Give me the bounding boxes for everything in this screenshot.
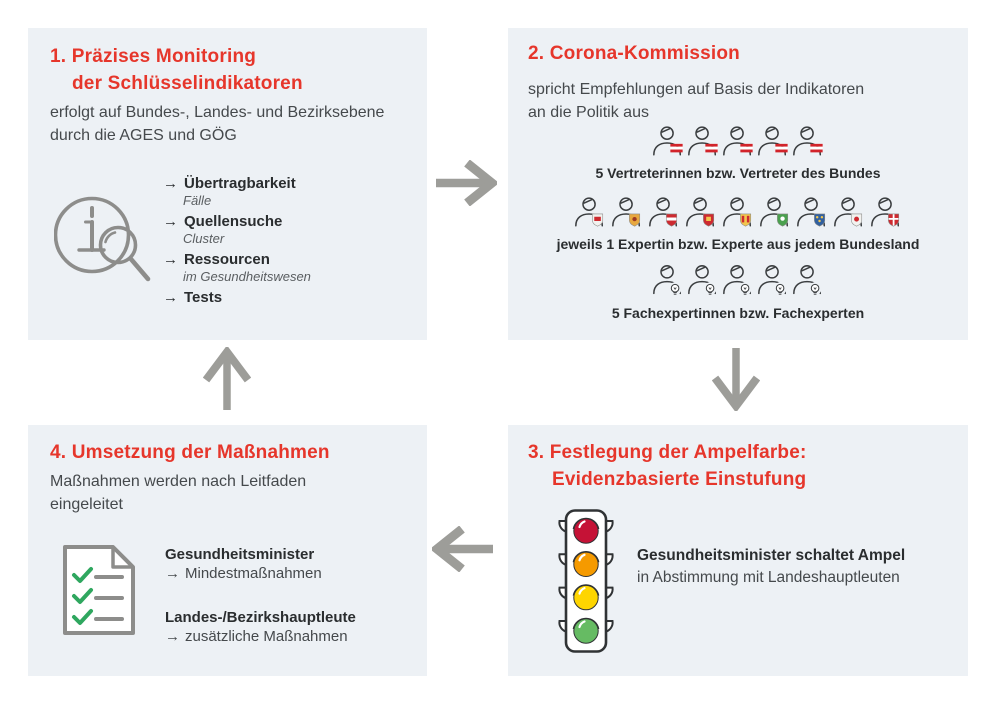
indicator-label: Übertragbarkeit <box>184 175 296 192</box>
indicator-note: Fälle <box>183 193 212 208</box>
arrow-bullet: → <box>165 628 180 645</box>
person-lightbulb-icon <box>653 265 683 296</box>
step1-subtitle-line2: durch die AGES und GÖG <box>50 127 237 144</box>
list-item: → Übertragbarkeit Fälle <box>163 174 311 209</box>
indicator-label: Tests <box>184 289 223 306</box>
person-austria-flag-icon <box>793 126 823 156</box>
bund-representatives-label: 5 Vertreterinnen bzw. Vertreter des Bund… <box>595 165 881 181</box>
step2-subtitle-line2: an die Politik aus <box>528 104 649 121</box>
step4-title: 4. Umsetzung der Maßnahmen <box>50 442 330 463</box>
indicator-label: Quellensuche <box>184 213 283 230</box>
indicator-note: im Gesundheitswesen <box>183 269 311 284</box>
list-item: Landes-/Bezirkshauptleute → zusätzliche M… <box>165 608 356 647</box>
person-bundesland-shield-icon <box>760 197 789 227</box>
bundesland-experts-label: jeweils 1 Expertin bzw. Experte aus jede… <box>556 236 920 252</box>
step3-caption-bold: Gesundheitsminister schaltet Ampel <box>637 547 906 564</box>
bund-representatives-row <box>508 125 968 158</box>
person-bundesland-shield-icon <box>723 197 752 227</box>
step3-title-line2: Evidenzbasierte Einstufung <box>552 469 807 490</box>
person-austria-flag-icon <box>653 126 683 156</box>
flow-arrow-up-icon <box>203 347 251 410</box>
indicator-note: Cluster <box>183 231 225 246</box>
person-bundesland-shield-icon <box>612 197 641 227</box>
traffic-light-icon <box>558 509 614 653</box>
person-bundesland-shield-icon <box>649 197 678 227</box>
step3-card: 3. Festlegung der Ampelfarbe: Evidenzbas… <box>508 425 968 676</box>
person-lightbulb-icon <box>688 265 718 296</box>
arrow-bullet: → <box>165 565 180 582</box>
list-item: → Ressourcen im Gesundheitswesen <box>163 250 311 285</box>
step3-title-line1: 3. Festlegung der Ampelfarbe: <box>528 442 807 463</box>
step1-subtitle-line1: erfolgt auf Bundes-, Landes- und Bezirks… <box>50 104 385 121</box>
person-lightbulb-icon <box>723 265 753 296</box>
step2-card: 2. Corona-Kommission spricht Empfehlunge… <box>508 28 968 340</box>
entry-heading: Landes-/Bezirkshauptleute <box>165 609 356 626</box>
person-bundesland-shield-icon <box>834 197 863 227</box>
flow-arrow-right-icon <box>436 160 497 206</box>
flow-arrow-down-icon <box>712 348 760 411</box>
step2-subtitle-line1: spricht Empfehlungen auf Basis der Indik… <box>528 81 865 98</box>
entry-heading: Gesundheitsminister <box>165 546 315 563</box>
list-item: → Quellensuche Cluster <box>163 212 311 247</box>
entry-label: zusätzliche Maßnahmen <box>185 628 348 645</box>
bundesland-experts-row <box>508 196 968 229</box>
step3-title: 3. Festlegung der Ampelfarbe: Evidenzbas… <box>528 439 807 493</box>
indicator-label: Ressourcen <box>184 251 270 268</box>
checklist-document-icon <box>63 545 135 635</box>
person-austria-flag-icon <box>688 126 718 156</box>
arrow-bullet: → <box>163 289 178 306</box>
step1-subtitle: erfolgt auf Bundes-, Landes- und Bezirks… <box>50 101 384 147</box>
person-lightbulb-icon <box>758 265 788 296</box>
fachexperten-row <box>508 264 968 302</box>
person-lightbulb-icon <box>793 265 823 296</box>
step2-title: 2. Corona-Kommission <box>528 43 740 64</box>
flow-arrow-left-icon <box>432 526 493 572</box>
person-bundesland-shield-icon <box>871 197 900 227</box>
step4-subtitle: Maßnahmen werden nach Leitfaden eingelei… <box>50 470 306 516</box>
person-austria-flag-icon <box>723 126 753 156</box>
step1-title-line2: der Schlüsselindikatoren <box>72 73 303 94</box>
measure-entries: Gesundheitsminister → Mindestmaßnahmen La… <box>165 545 356 671</box>
step4-card: 4. Umsetzung der Maßnahmen Maßnahmen wer… <box>28 425 427 676</box>
arrow-bullet: → <box>163 251 178 268</box>
arrow-bullet: → <box>163 175 178 192</box>
step3-caption-regular: in Abstimmung mit Landeshauptleuten <box>637 568 900 586</box>
step3-caption: Gesundheitsminister schaltet Ampel in Ab… <box>637 545 905 588</box>
list-item: Gesundheitsminister → Mindestmaßnahmen <box>165 545 356 584</box>
indicator-list: → Übertragbarkeit Fälle → Quellensuche Clu… <box>163 174 311 307</box>
info-magnifier-icon <box>54 196 151 282</box>
arrow-bullet: → <box>163 213 178 230</box>
person-bundesland-shield-icon <box>575 197 604 227</box>
fachexperten-label: 5 Fachexpertinnen bzw. Fachexperten <box>611 305 865 321</box>
person-bundesland-shield-icon <box>797 197 826 227</box>
step1-title: 1. Präzises Monitoring der Schlüsselindi… <box>50 43 303 97</box>
person-bundesland-shield-icon <box>686 197 715 227</box>
step4-subtitle-line2: eingeleitet <box>50 496 123 513</box>
person-austria-flag-icon <box>758 126 788 156</box>
list-item: → Tests <box>163 288 311 307</box>
step1-title-line1: 1. Präzises Monitoring <box>50 46 257 67</box>
entry-label: Mindestmaßnahmen <box>185 565 322 582</box>
step4-subtitle-line1: Maßnahmen werden nach Leitfaden <box>50 473 307 490</box>
step1-card: 1. Präzises Monitoring der Schlüsselindi… <box>28 28 427 340</box>
step2-subtitle: spricht Empfehlungen auf Basis der Indik… <box>528 78 864 124</box>
